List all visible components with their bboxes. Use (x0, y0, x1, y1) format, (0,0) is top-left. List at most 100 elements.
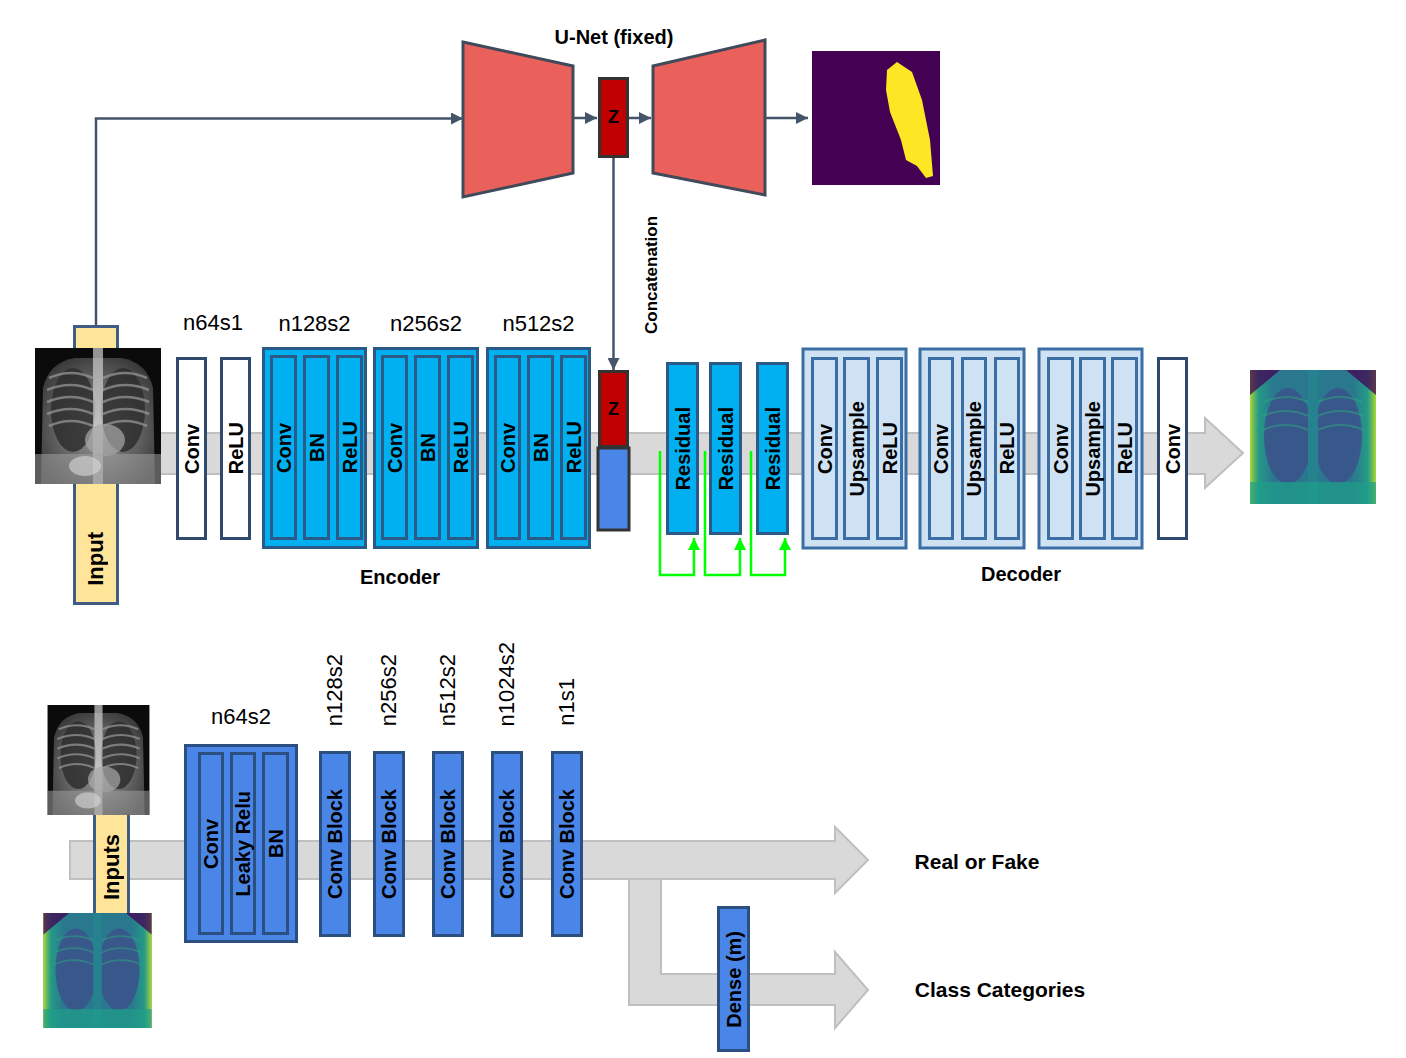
free-label: Class Categories (915, 978, 1085, 1002)
block-label: Residual (673, 407, 693, 490)
generated-image (43, 913, 151, 1028)
block-heading: n256s2 (390, 312, 462, 336)
block-label: ReLU (997, 422, 1017, 474)
block-label: Z (608, 107, 619, 128)
relu-layer: ReLU (447, 355, 474, 540)
latent-box: Z (598, 77, 629, 158)
flow-arrow (629, 117, 651, 120)
block-label: Input (85, 532, 107, 586)
block-label: Inputs (101, 834, 123, 900)
latent-box: Z (598, 370, 629, 448)
residual-block: Residual (709, 362, 742, 535)
xray-image (35, 348, 161, 484)
residual-block: Residual (756, 362, 789, 535)
mask-image (812, 51, 940, 185)
conv-block: n512s2Conv Block (432, 751, 464, 937)
decoder-group (803, 349, 906, 548)
block-label: Upsample (964, 401, 984, 497)
encoder-block: n512s2ConvBNReLU (486, 347, 591, 549)
block-label: Conv Block (438, 789, 458, 899)
decoder-group (920, 349, 1024, 548)
conv-block: n1s1Conv Block (551, 751, 583, 937)
relu-layer: ReLU (994, 357, 1020, 540)
conv-layer: Conv (928, 357, 954, 540)
block-label: Z (608, 399, 619, 420)
decoder-group (1039, 349, 1142, 548)
block-label: Conv (182, 424, 202, 474)
block-label: Conv (815, 424, 835, 474)
relu-layer: ReLU (876, 357, 903, 540)
conv-layer: Conv (176, 357, 207, 540)
leaky-relu-layer: Leaky Relu (230, 752, 256, 935)
block-heading: n1s1 (556, 678, 578, 726)
block-label: BN (531, 433, 551, 462)
free-label: n64s1 (183, 310, 243, 336)
upsample-layer: Upsample (843, 357, 870, 540)
block-heading: U-Net (fixed) (555, 26, 674, 48)
block-label: Leaky Relu (233, 791, 253, 897)
block-label: ReLU (880, 422, 900, 474)
block-label: Conv (1051, 424, 1071, 474)
block-label: Residual (763, 407, 783, 490)
block-label: ReLU (340, 421, 360, 473)
block-label: Upsample (1083, 401, 1103, 497)
discriminator-block: n64s2ConvLeaky ReluBN (184, 744, 298, 943)
block-heading: n256s2 (378, 654, 400, 726)
block-label: Conv (1163, 424, 1183, 474)
block-label: BN (307, 433, 327, 462)
conv-layer: Conv (198, 752, 224, 935)
lung-mask (886, 62, 933, 178)
bn-layer: BN (262, 752, 289, 935)
block-label: ReLU (451, 421, 471, 473)
conv-block: n1024s2Conv Block (491, 751, 523, 937)
unet-trapezoid (653, 40, 765, 195)
conv-block: n256s2Conv Block (373, 751, 405, 937)
block-heading: n1024s2 (496, 642, 518, 726)
block-label: Conv (498, 423, 518, 473)
residual-block: Residual (666, 362, 699, 535)
block-heading: n512s2 (437, 654, 459, 726)
free-label: Decoder (981, 563, 1061, 586)
encoder-block: n256s2ConvBNReLU (373, 347, 479, 549)
block-label: ReLU (564, 421, 584, 473)
connector-arrow (612, 158, 615, 370)
block-label: Conv (385, 423, 405, 473)
connector-label: Concatenation (642, 216, 659, 334)
bn-layer: BN (303, 355, 330, 540)
relu-layer: ReLU (220, 357, 251, 540)
input-bar: Input (73, 325, 119, 605)
unet-block: U-Net (fixed)Z (463, 40, 765, 197)
block-label: ReLU (1115, 422, 1135, 474)
input-bar: Inputs (93, 705, 130, 1028)
unet-trapezoid (463, 42, 573, 197)
block-label: Conv Block (557, 789, 577, 899)
relu-layer: ReLU (336, 355, 363, 540)
block-label: ReLU (226, 422, 246, 474)
free-label: Encoder (360, 566, 440, 589)
free-label: Real or Fake (915, 850, 1040, 874)
bn-layer: BN (527, 355, 554, 540)
block-heading: n512s2 (502, 312, 574, 336)
block-label: Conv Block (325, 789, 345, 899)
concat-feature-box (598, 448, 629, 530)
conv-block: n128s2Conv Block (319, 751, 351, 937)
block-label: Conv Block (379, 789, 399, 899)
xray-image (48, 705, 150, 815)
relu-layer: ReLU (560, 355, 587, 540)
conv-layer: Conv (811, 357, 838, 540)
block-heading: n128s2 (324, 654, 346, 726)
encoder-block: n128s2ConvBNReLU (262, 347, 367, 549)
upsample-layer: Upsample (1079, 357, 1106, 540)
conv-layer: Conv (381, 355, 408, 540)
block-label: Conv (931, 424, 951, 474)
conv-layer: Conv (494, 355, 521, 540)
bn-layer: BN (414, 355, 441, 540)
block-label: Residual (716, 407, 736, 490)
generated-image (1250, 370, 1376, 504)
conv-layer: Conv (1047, 357, 1074, 540)
block-label: BN (266, 829, 286, 858)
conv-layer: Conv (1157, 357, 1188, 540)
